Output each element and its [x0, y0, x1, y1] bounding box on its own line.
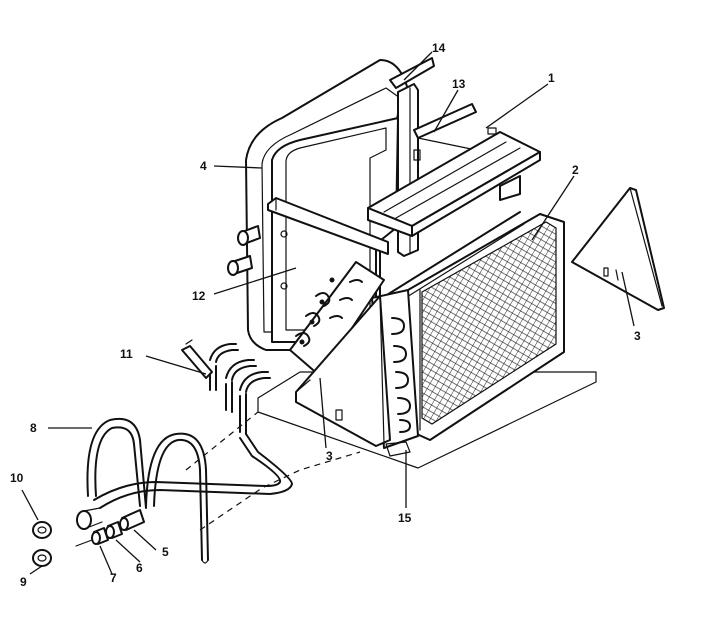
- evaporator-coil: [381, 211, 565, 441]
- top-cover-plate: [367, 127, 541, 237]
- seal-caps: [32, 521, 52, 567]
- left-coil-slab: [289, 261, 385, 377]
- callout-6: 6: [136, 561, 143, 575]
- callout-5: 5: [162, 545, 169, 559]
- callout-11: 11: [120, 347, 133, 361]
- callout-2: 2: [572, 163, 579, 177]
- callout-3-right: 3: [634, 329, 641, 343]
- callout-7: 7: [110, 571, 117, 585]
- leader-lines: [21, 51, 635, 575]
- side-panel-loose: [571, 187, 665, 311]
- callout-12: 12: [192, 289, 206, 303]
- stub-tubes: [227, 225, 261, 276]
- fittings: [75, 509, 145, 547]
- callout-3-left: 3: [326, 449, 333, 463]
- callout-15: 15: [398, 511, 412, 525]
- callout-10: 10: [10, 471, 24, 485]
- callout-1: 1: [548, 71, 555, 85]
- manifold-pipes: [181, 339, 271, 435]
- callout-9: 9: [20, 575, 27, 589]
- u-tubes: [86, 418, 209, 564]
- horizontal-brace: [267, 197, 389, 255]
- callout-labels: 14 13 1 2 4 12 3 11 3 8 10 15 5 6 7 9: [10, 41, 641, 589]
- callout-8: 8: [30, 421, 37, 435]
- suction-line: [76, 433, 293, 530]
- callout-4: 4: [200, 159, 207, 173]
- front-side-panel: [295, 295, 391, 447]
- callout-13: 13: [452, 77, 466, 91]
- callout-14: 14: [432, 41, 446, 55]
